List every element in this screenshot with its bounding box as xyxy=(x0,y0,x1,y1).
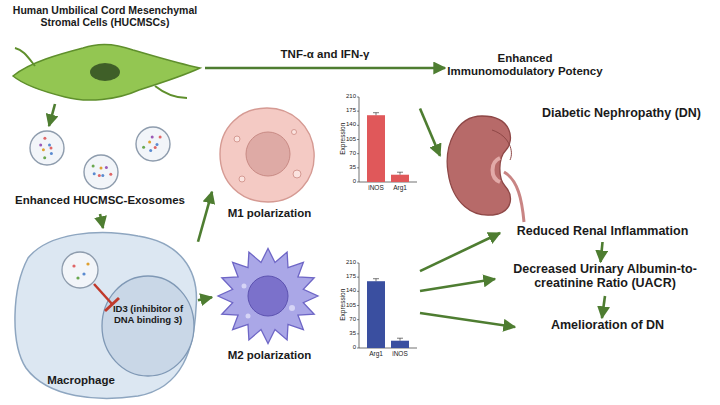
stem-cell: Human Umbilical Cord Mesenchymal Stromal… xyxy=(5,4,205,104)
category-label: iNOS xyxy=(364,184,388,191)
flow-arrow xyxy=(420,109,440,156)
result-text: Decreased Urinary Albumin-to-creatinine … xyxy=(495,262,715,296)
node-text: Reduced Renal Inflammation xyxy=(500,224,705,238)
bar-chart: 21017514010570350ExpressionArg1iNOS xyxy=(335,258,420,368)
axis-title: Expression xyxy=(339,117,346,161)
axis-tick: 210 xyxy=(336,93,356,100)
exosome-group: Enhanced HUCMSC-Exosomes xyxy=(15,126,185,214)
axis-tick: 0 xyxy=(336,344,356,351)
node-text: Decreased Urinary Albumin-to-creatinine … xyxy=(495,262,715,291)
node-text: M1 polarization xyxy=(207,207,332,220)
category-label: Arg1 xyxy=(364,350,388,357)
cell-title: Human Umbilical Cord Mesenchymal Stromal… xyxy=(5,4,205,28)
axis-tick: 175 xyxy=(336,107,356,114)
outcome-text: Enhanced Immunomodulatory Potency xyxy=(445,48,605,88)
flow-arrow xyxy=(49,104,55,126)
node-text: Amelioration of DN xyxy=(515,318,700,332)
flow-arrow xyxy=(420,313,515,327)
axis-tick: 0 xyxy=(336,178,356,185)
flow-arrow xyxy=(602,296,605,318)
axis-tick: 175 xyxy=(336,273,356,280)
node-text: Enhanced HUCMSC-Exosomes xyxy=(10,194,190,207)
axis-tick: 35 xyxy=(336,164,356,171)
axis-tick: 210 xyxy=(336,259,356,266)
flow-arrow xyxy=(420,233,500,271)
flow-arrow xyxy=(420,279,495,291)
category-label: iNOS xyxy=(388,350,412,357)
edge-label: TNF-α and IFN-γ xyxy=(235,48,415,61)
macrophage-cell: Macrophage ID3 (inhibitor of DNA binding … xyxy=(8,228,198,400)
m1-cell: M1 polarization xyxy=(212,104,327,226)
node-text: M2 polarization xyxy=(207,349,332,362)
node-text: Enhanced Immunomodulatory Potency xyxy=(445,52,605,78)
axis-title: Expression xyxy=(339,283,346,327)
flow-arrow xyxy=(205,67,445,70)
kidney-organ: Diabetic Nephropathy (DN) xyxy=(440,100,715,224)
cell-name: Macrophage xyxy=(36,374,126,387)
flow-arrow xyxy=(198,192,212,242)
result-text: Amelioration of DN xyxy=(515,318,700,336)
axis-tick: 35 xyxy=(336,330,356,337)
bar-chart: 21017514010570350ExpressioniNOSArg1 xyxy=(335,92,420,202)
flow-arrow xyxy=(601,242,603,262)
gene-label: ID3 (inhibitor of DNA binding 3) xyxy=(106,304,190,326)
result-text: Reduced Renal Inflammation xyxy=(500,224,705,242)
flow-arrow xyxy=(198,297,212,300)
category-label: Arg1 xyxy=(388,184,412,191)
node-text: Diabetic Nephropathy (DN) xyxy=(528,106,715,120)
m2-cell: M2 polarization xyxy=(212,246,327,368)
flow-arrow xyxy=(100,214,103,228)
